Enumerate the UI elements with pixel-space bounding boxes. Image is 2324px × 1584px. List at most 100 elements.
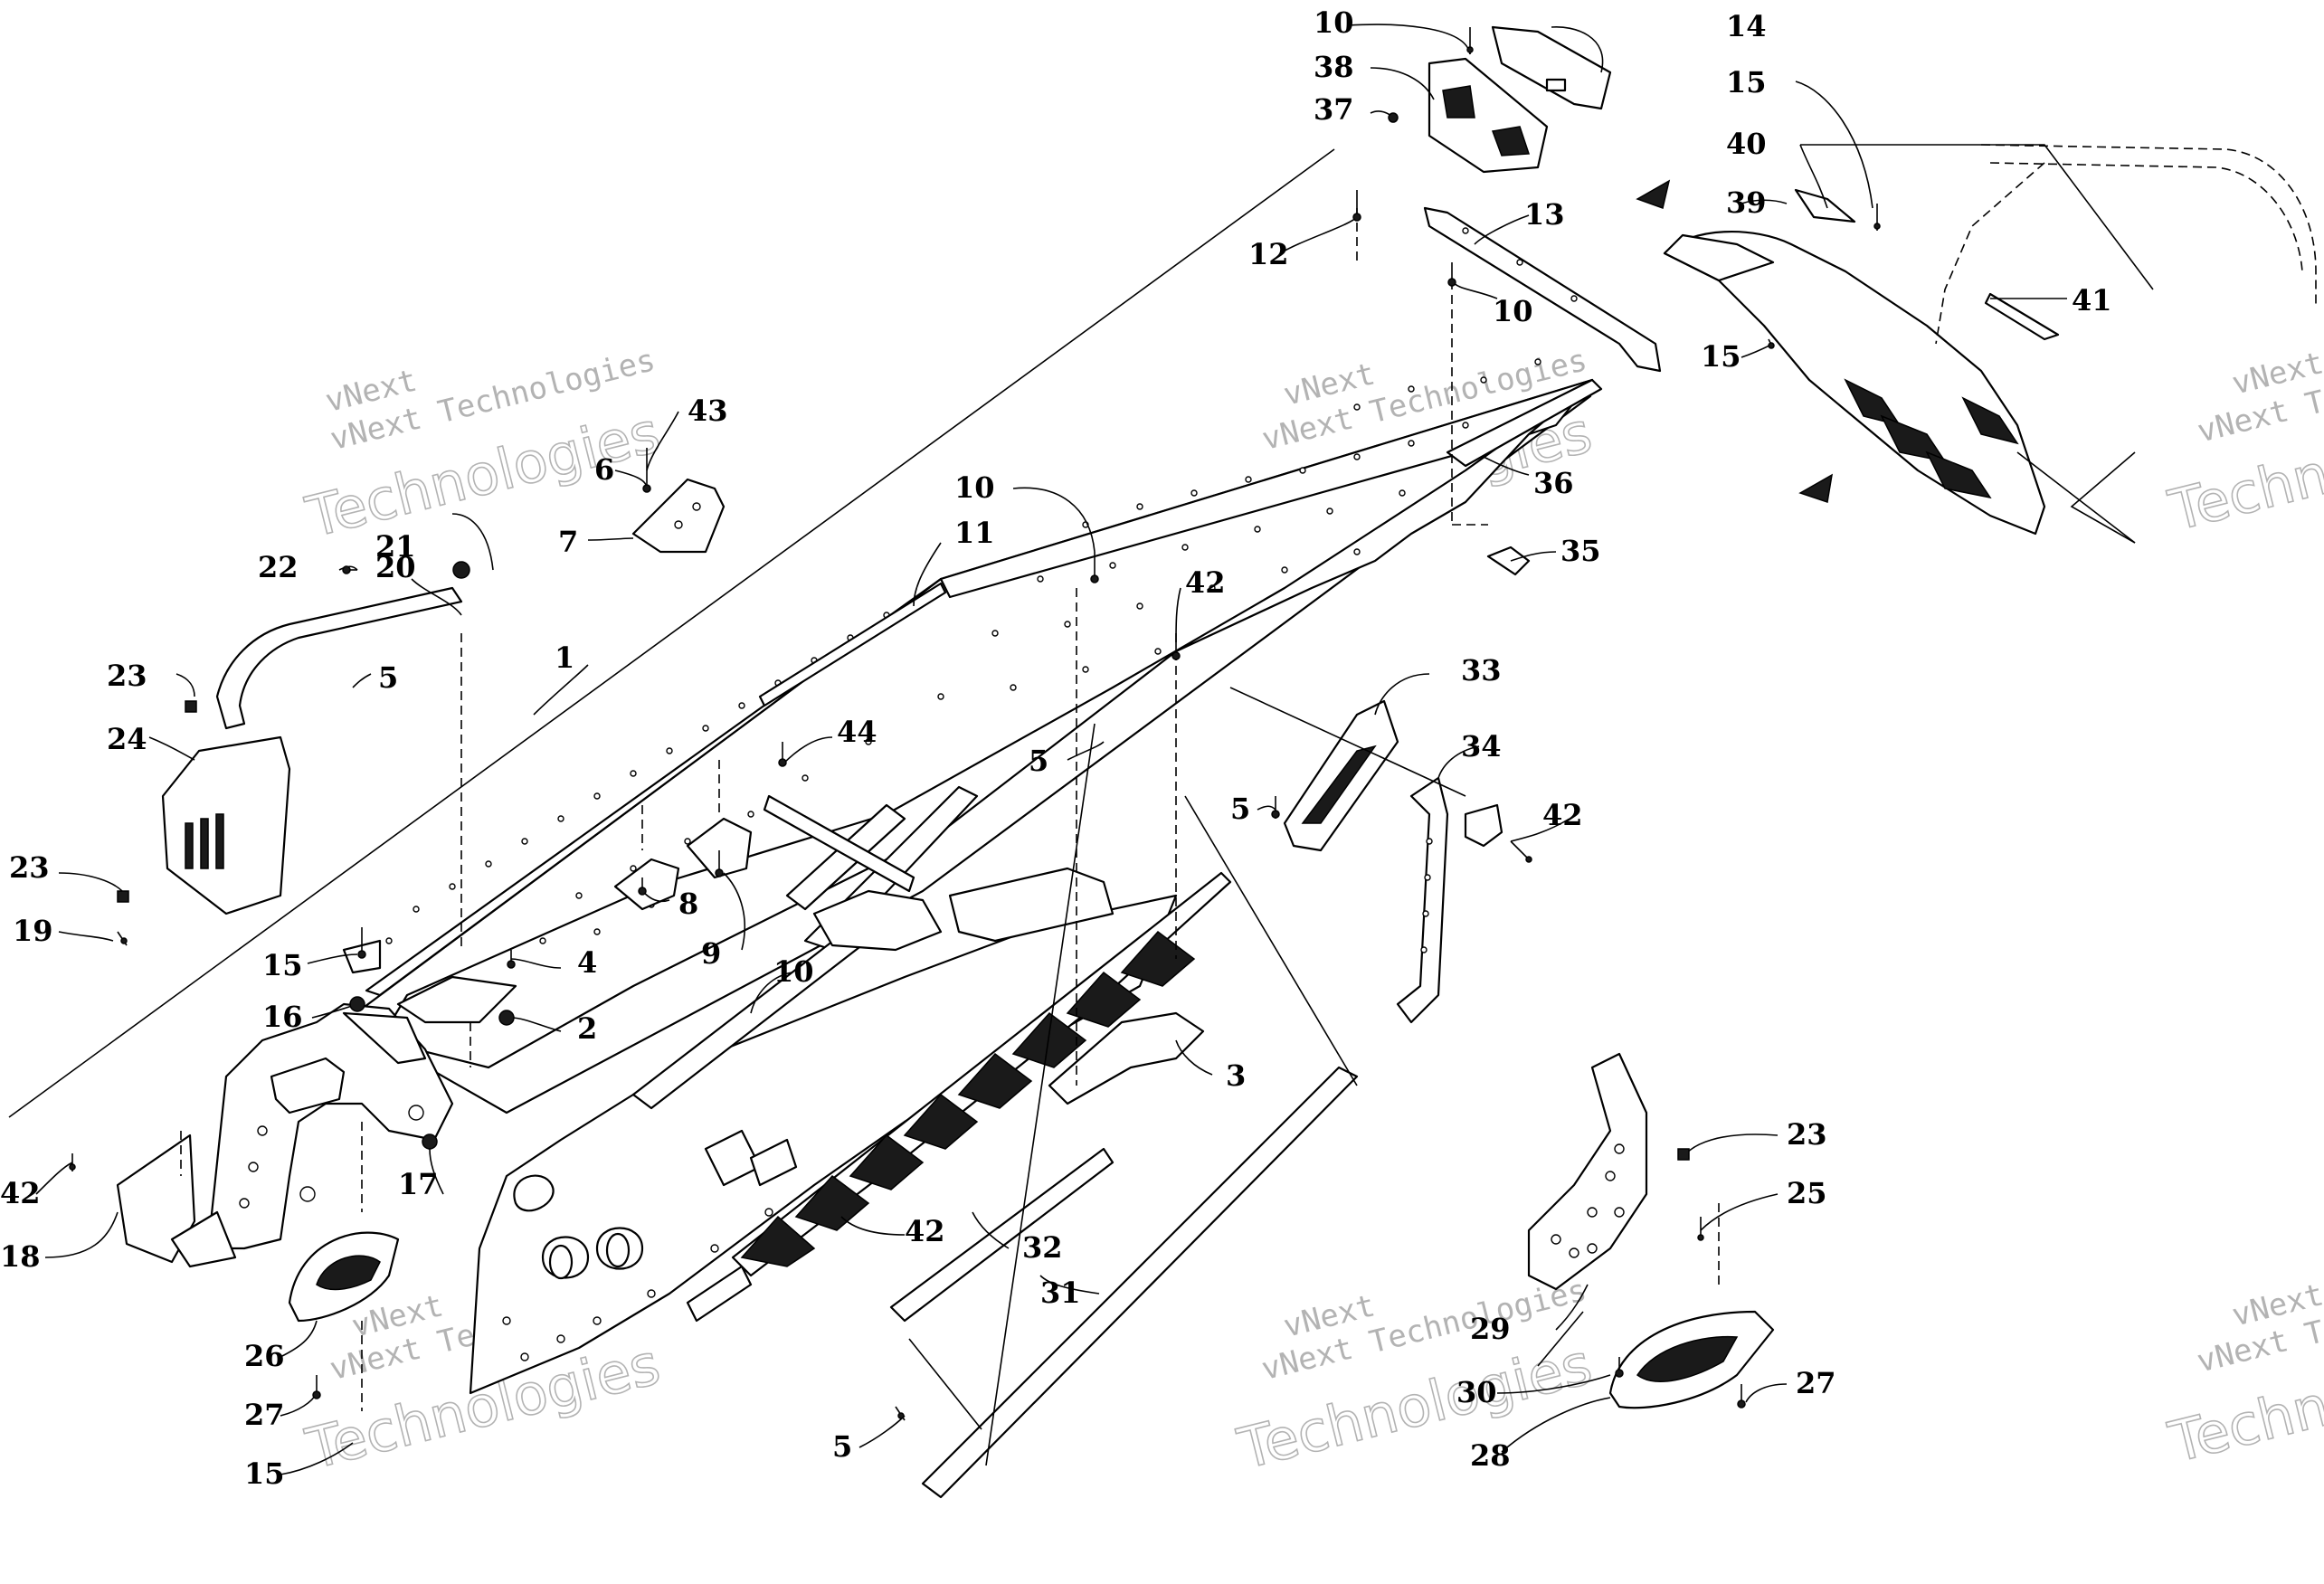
callout-40: 40: [1726, 127, 1767, 161]
callout-labels: 10 14 38 37 15 40 39 13 12 10 41 15 43 6…: [0, 5, 2112, 1491]
assembly-bracket-line: [8, 148, 1335, 1118]
callout-43: 43: [688, 394, 728, 428]
callout-29: 29: [1470, 1312, 1511, 1346]
callout-28: 28: [1470, 1438, 1511, 1473]
bolt-icon: [69, 1153, 76, 1171]
leader-lines: [35, 24, 2067, 1475]
bolt-icon: [1873, 204, 1881, 231]
callout-26: 26: [244, 1339, 285, 1373]
bolt-icon: [312, 1375, 321, 1399]
bolt-icon: [185, 700, 197, 713]
part-33-plate: [1283, 699, 1399, 852]
bolt-icon: [357, 927, 366, 959]
callout-34: 34: [1461, 729, 1502, 764]
bolt-icon: [452, 561, 470, 579]
callout-16: 16: [262, 1000, 303, 1034]
part-29-heelplate: [1527, 1052, 1648, 1291]
callout-15: 15: [262, 948, 303, 982]
callout-39: 39: [1726, 185, 1767, 220]
bolt-icon: [1697, 1217, 1704, 1241]
bolt-icon: [1677, 1148, 1690, 1161]
bolt-icon: [1352, 190, 1361, 222]
callout-20: 20: [375, 550, 416, 584]
callout-13: 13: [1524, 197, 1565, 232]
bolt-icon: [349, 996, 365, 1012]
bolt-icon: [1271, 796, 1280, 819]
bolt-icon: [1388, 112, 1399, 123]
bolt-icon: [638, 877, 647, 896]
bolt-icon: [117, 931, 128, 946]
bolt-icon: [1768, 338, 1775, 349]
callout-42: 42: [1185, 565, 1226, 600]
part-31-rail: [921, 1066, 1359, 1499]
part-34-strap: [1396, 776, 1503, 1024]
callout-38: 38: [1314, 50, 1354, 84]
callout-21: 21: [375, 529, 416, 564]
rear-bumper-outline: [1800, 144, 2317, 544]
callout-30: 30: [1456, 1375, 1497, 1409]
callout-12: 12: [1248, 237, 1289, 271]
callout-22: 22: [258, 550, 299, 584]
callout-3: 3: [1226, 1058, 1246, 1093]
callout-10: 10: [1314, 5, 1354, 40]
callout-6: 6: [594, 452, 614, 487]
callout-10: 10: [954, 470, 995, 505]
callout-5: 5: [1230, 792, 1250, 826]
tunnel-holes: [539, 358, 1541, 944]
callout-15: 15: [1726, 65, 1767, 100]
tunnel-panel: [342, 358, 1594, 1114]
bolt-icon: [1510, 840, 1532, 863]
part-7-bracket: [631, 478, 726, 554]
callout-37: 37: [1314, 92, 1354, 127]
bolt-icon: [498, 1010, 515, 1026]
part-38-housing: [1428, 57, 1549, 174]
part-32-rail: [889, 1147, 1115, 1323]
callout-41: 41: [2072, 283, 2112, 318]
bolt-icon: [1171, 633, 1181, 660]
bolt-icon: [422, 1133, 438, 1150]
arrow-markers: [1636, 179, 1833, 503]
part-14-plate: [1491, 25, 1612, 110]
running-board-cutouts: [740, 930, 1196, 1267]
bolt-icon: [1447, 262, 1456, 287]
callout-19: 19: [13, 914, 53, 948]
center-mount-block: [812, 867, 1115, 952]
callout-24: 24: [107, 722, 147, 756]
callout-7: 7: [558, 525, 578, 559]
part-20-bracket: [215, 586, 463, 730]
bolt-icon: [1615, 1357, 1624, 1378]
callout-42: 42: [0, 1176, 41, 1210]
bolt-icon: [342, 565, 357, 574]
part-44-rail: [763, 794, 915, 893]
front-bulkhead: [206, 1002, 454, 1250]
part-36-rear-rail: [1446, 378, 1603, 468]
callout-10: 10: [1493, 294, 1533, 328]
callout-10: 10: [773, 954, 814, 989]
part-8-plate: [613, 858, 680, 911]
callout-4: 4: [577, 945, 597, 980]
running-board: [731, 871, 1232, 1277]
part-18-bracket: [116, 1133, 237, 1268]
bolt-icon: [715, 850, 724, 877]
bolt-icon: [1466, 27, 1474, 54]
part-13-bracket: [1423, 206, 1662, 373]
callout-27: 27: [1796, 1366, 1836, 1400]
bolt-icon: [895, 1406, 906, 1421]
part-35-bracket: [1486, 545, 1531, 576]
rear-flap-assembly: [1663, 188, 2060, 536]
part-16-bracket: [342, 939, 517, 1024]
callout-15: 15: [244, 1456, 285, 1491]
part-24-heat-shield: [161, 735, 291, 915]
fasteners: [69, 27, 1881, 1421]
callout-31: 31: [1040, 1276, 1081, 1310]
bolt-icon: [778, 742, 787, 767]
callout-1: 1: [555, 640, 574, 675]
bolt-icon: [507, 950, 516, 969]
part-28-tray: [1608, 1310, 1775, 1409]
part-9-plate: [686, 817, 753, 879]
callout-15: 15: [1701, 339, 1741, 374]
callout-17: 17: [398, 1167, 439, 1201]
callout-23: 23: [107, 659, 147, 693]
callout-42: 42: [1542, 798, 1583, 832]
